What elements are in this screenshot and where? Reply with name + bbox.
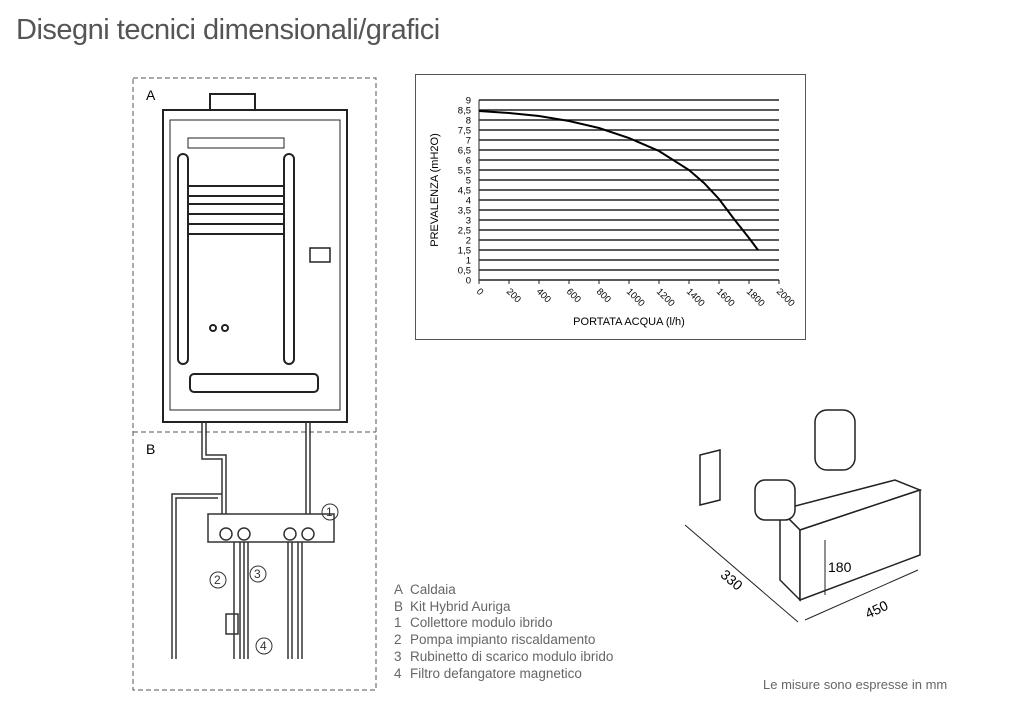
x-tick-label: 1000 (624, 286, 647, 309)
y-tick-label: 5 (466, 176, 471, 187)
page-title: Disegni tecnici dimensionali/grafici (16, 14, 440, 46)
y-tick-label: 8,5 (458, 106, 471, 117)
x-tick-label: 600 (564, 286, 583, 305)
x-tick-label: 400 (534, 286, 553, 305)
series-line (478, 110, 759, 251)
boiler-outline (162, 93, 348, 423)
y-tick-label: 3,5 (458, 206, 471, 217)
y-tick-label: 0 (466, 276, 471, 287)
y-tick-label: 8 (466, 116, 471, 127)
dim-width: 450 (863, 597, 891, 621)
svg-text:3: 3 (254, 567, 261, 581)
dim-depth: 330 (718, 566, 746, 593)
svg-text:2: 2 (214, 573, 221, 587)
svg-text:4: 4 (260, 639, 267, 653)
x-tick-label: 2000 (774, 286, 797, 309)
y-tick-label: 6 (466, 156, 471, 167)
y-tick-label: 7 (466, 136, 471, 147)
y-tick-label: 2,5 (458, 226, 471, 237)
boiler-technical-drawing: A B 1 2 3 4 (132, 77, 377, 691)
y-axis-label: PREVALENZA (mH2O) (429, 133, 441, 247)
y-tick-label: 3 (466, 216, 471, 227)
y-tick-label: 2 (466, 236, 471, 247)
x-tick-label: 1800 (744, 286, 767, 309)
units-note: Le misure sono espresse in mm (763, 677, 948, 692)
y-tick-label: 1,5 (458, 246, 471, 257)
x-tick-label: 0 (474, 286, 486, 298)
x-axis-label: PORTATA ACQUA (l/h) (573, 316, 685, 328)
callouts: 1 2 3 4 (209, 503, 339, 655)
y-tick-label: 4,5 (458, 186, 471, 197)
x-tick-label: 1200 (654, 286, 677, 309)
dim-height: 180 (828, 559, 852, 575)
y-tick-label: 7,5 (458, 126, 471, 137)
svg-text:1: 1 (326, 505, 333, 519)
y-tick-label: 9 (466, 96, 471, 107)
y-tick-label: 1 (466, 256, 471, 267)
label-a: A (146, 87, 156, 103)
hybrid-module-3d-drawing: 330 450 180 (684, 409, 923, 623)
label-b: B (146, 441, 155, 457)
x-tick-label: 800 (594, 286, 613, 305)
y-tick-label: 0,5 (458, 266, 471, 277)
y-tick-label: 6,5 (458, 146, 471, 157)
y-tick-label: 5,5 (458, 166, 471, 177)
x-tick-label: 200 (504, 286, 523, 305)
x-tick-label: 1400 (684, 286, 707, 309)
kit-pipes (171, 422, 335, 659)
x-tick-label: 1600 (714, 286, 737, 309)
y-tick-label: 4 (466, 196, 471, 207)
